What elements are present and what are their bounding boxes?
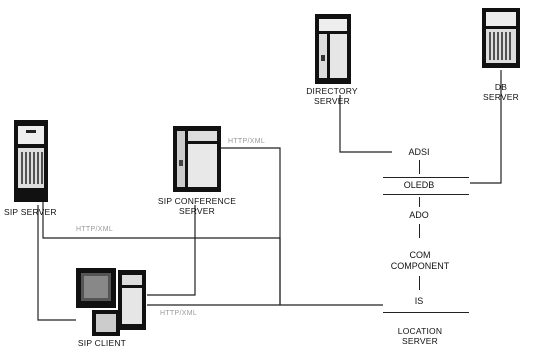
link-conference-client <box>147 205 195 295</box>
http-xml-label-top: HTTP/XML <box>228 138 265 145</box>
sip-client-label: SIP CLIENT <box>64 338 140 348</box>
sip-conference-server-icon <box>173 126 221 192</box>
stack-is: IS <box>392 296 446 307</box>
stack-divider-3 <box>383 312 469 313</box>
sip-conference-server-label-line1: SIP CONFERENCE <box>138 196 256 206</box>
db-server-label: DB SERVER <box>476 82 526 102</box>
stack-com-line2: COMPONENT <box>380 261 460 272</box>
directory-server-label-line1: DIRECTORY <box>298 86 366 96</box>
stack-oledb: OLEDB <box>392 180 446 191</box>
sip-conference-server-label: SIP CONFERENCE SERVER <box>138 196 256 216</box>
http-xml-label-mid: HTTP/XML <box>76 226 113 233</box>
location-server-label: LOCATION SERVER <box>384 326 456 346</box>
http-xml-label-bottom: HTTP/XML <box>160 310 197 317</box>
stack-divider-1 <box>383 177 469 178</box>
stack-divider-2 <box>383 194 469 195</box>
sip-server-label: SIP SERVER <box>4 207 57 217</box>
link-conference-location <box>220 148 280 305</box>
stack-ado: ADO <box>392 210 446 221</box>
db-server-label-line1: DB <box>476 82 526 92</box>
directory-server-icon <box>315 14 351 84</box>
db-server-label-line2: SERVER <box>476 92 526 102</box>
link-sipserver-client <box>38 205 76 320</box>
stack-connector-2 <box>419 197 420 207</box>
stack-com-line1: COM <box>380 250 460 261</box>
db-server-icon <box>482 8 520 68</box>
stack-connector-4 <box>419 276 420 290</box>
stack-connector-3 <box>419 224 420 238</box>
stack-adsi: ADSI <box>392 147 446 158</box>
stack-connector-1 <box>419 160 420 174</box>
location-server-label-line1: LOCATION <box>384 326 456 336</box>
directory-server-label-line2: SERVER <box>298 96 366 106</box>
sip-conference-server-label-line2: SERVER <box>138 206 256 216</box>
directory-server-label: DIRECTORY SERVER <box>298 86 366 106</box>
stack-com-component: COM COMPONENT <box>380 250 460 272</box>
sip-server-icon <box>14 120 48 202</box>
location-server-label-line2: SERVER <box>384 336 456 346</box>
sip-client-icon <box>76 268 146 336</box>
